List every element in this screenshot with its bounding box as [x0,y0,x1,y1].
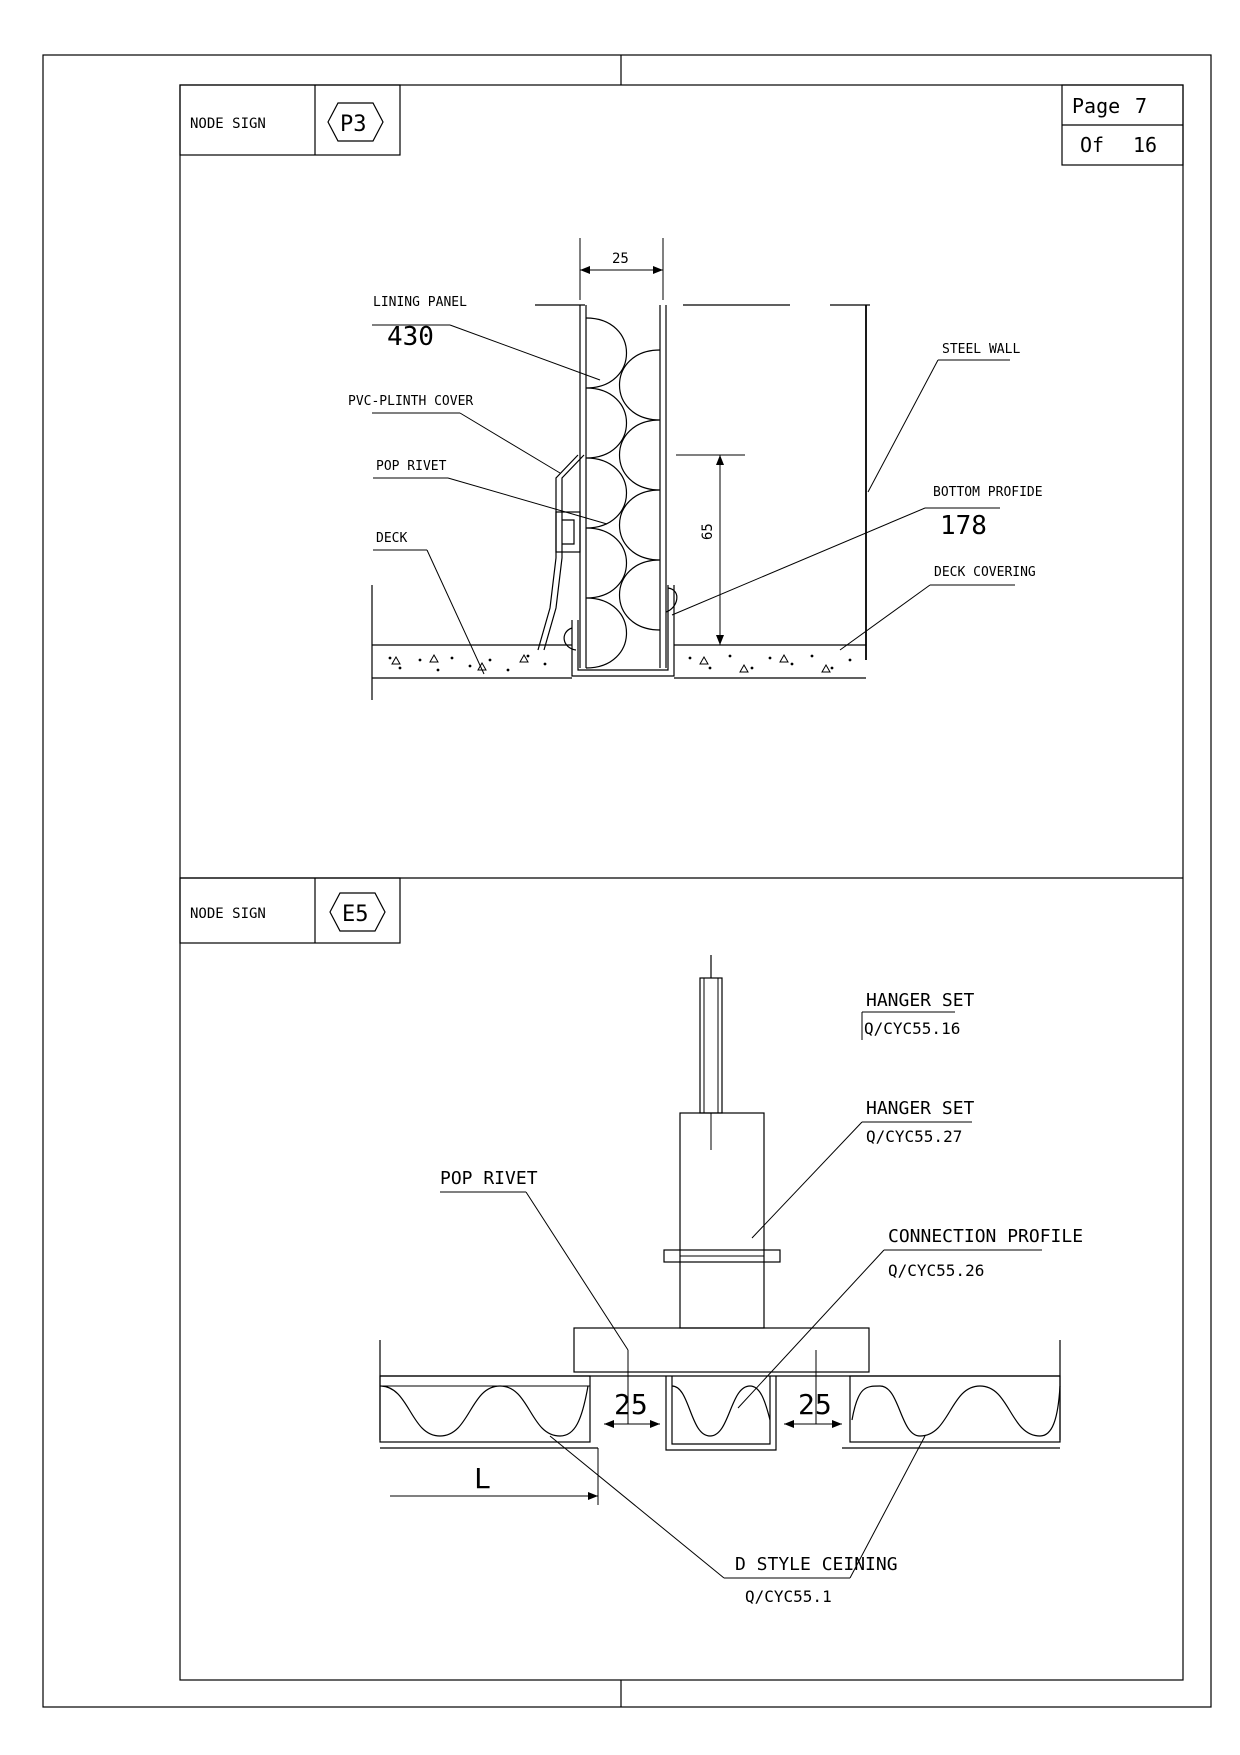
detail-p3: 25 [348,238,1043,700]
lining-panel-code: 430 [387,322,434,352]
deck-speckles [388,654,852,672]
gap-right-dim: 25 [798,1388,832,1421]
ceiling-panel-right [849,1375,1061,1443]
node-id-p3: P3 [340,112,367,137]
connection-profile-label: CONNECTION PROFILE [888,1226,1083,1247]
ceiling-label: D STYLE CEINING [735,1554,898,1575]
page-label: Page [1072,94,1120,118]
ceiling-panel-left [379,1375,591,1443]
of-label: Of [1080,133,1104,157]
lining-panel-label: LINING PANEL [373,295,467,310]
total-pages: 16 [1133,133,1157,157]
node-hexagon-p3 [327,102,384,142]
page-number: 7 [1135,94,1147,118]
pop-rivet-p3 [555,511,581,553]
hanger-set-2-label: HANGER SET [866,1098,975,1119]
inner-frame [179,84,1184,1681]
connection-profile [665,1376,777,1451]
ceiling-code: Q/CYC55.1 [745,1587,832,1606]
node-id-e5: E5 [342,902,369,927]
page-box: Page 7 Of 16 [1061,84,1184,166]
length-dim: L [474,1462,491,1495]
bottom-profile-label: BOTTOM PROFIDE [933,485,1043,500]
dim-65: 65 [700,523,716,540]
hanger-set-2-code: Q/CYC55.27 [866,1127,962,1146]
hanger-set-1-code: Q/CYC55.16 [864,1019,960,1038]
outer-border [42,54,1212,1708]
bottom-profile-code: 178 [940,511,987,541]
node-sign-header-e5: NODE SIGN E5 [179,877,401,944]
node-sign-header-p3: NODE SIGN P3 [179,84,401,156]
detail-e5: 25 25 L HANGER SET Q/CYC55.16 HANGER SET… [379,955,1083,1606]
connection-profile-code: Q/CYC55.26 [888,1261,984,1280]
hanger-body [679,1112,765,1329]
node-sign-label: NODE SIGN [190,906,266,922]
node-sign-label: NODE SIGN [190,116,266,132]
dim-25-top: 25 [612,251,629,267]
pop-rivet-label-p3: POP RIVET [376,459,447,474]
pvc-plinth-label: PVC-PLINTH COVER [348,394,473,409]
panel-core [585,317,628,669]
steel-wall-label: STEEL WALL [942,342,1020,357]
pvc-plinth-cover [537,454,579,651]
deck-label: DECK [376,531,407,546]
bottom-channel [571,585,675,677]
base-plate [573,1327,870,1373]
gap-left-dim: 25 [614,1388,648,1421]
threaded-rod [699,977,723,1114]
hanger-washer [663,1249,781,1263]
pop-rivet-label-e5: POP RIVET [440,1168,538,1189]
deck-covering-label: DECK COVERING [934,565,1036,580]
hanger-set-1-label: HANGER SET [866,990,975,1011]
node-hexagon-e5 [329,892,386,932]
